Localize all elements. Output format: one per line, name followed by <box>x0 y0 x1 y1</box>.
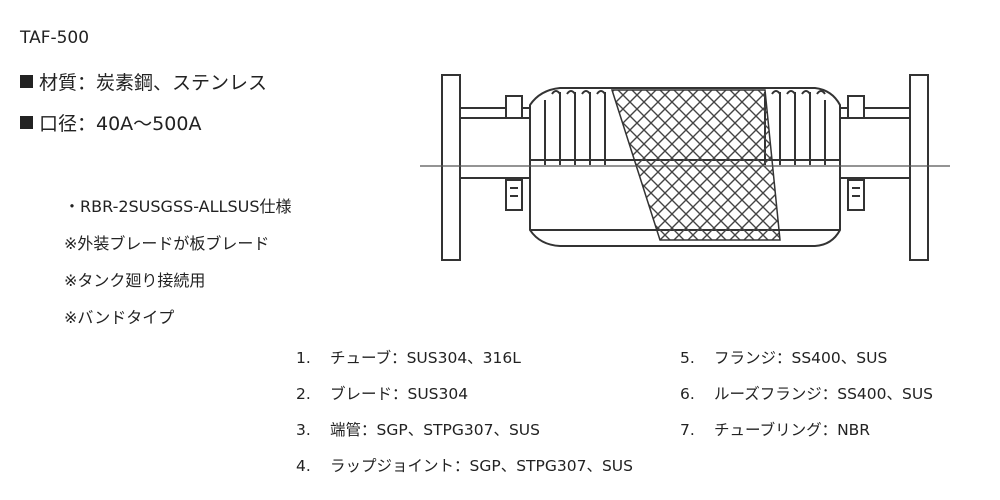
square-bullet-icon <box>20 75 33 88</box>
flexible-joint-drawing <box>420 74 950 261</box>
list-item: 4.ラップジョイント：SGP、STPG307、SUS <box>296 457 633 475</box>
list-item: 3.端管：SGP、STPG307、SUS <box>296 421 540 439</box>
list-item: 6.ルーズフランジ：SS400、SUS <box>680 385 934 403</box>
spec-size: 口径：40A～500A <box>20 109 201 136</box>
list-item: 5.フランジ：SS400、SUS <box>680 349 888 367</box>
parts-list-right: 5.フランジ：SS400、SUS 6.ルーズフランジ：SS400、SUS 7.チ… <box>680 340 933 448</box>
note-item: ※タンク廻り接続用 <box>64 271 206 290</box>
notes-list: ・RBR-2SUSGSS-ALLSUS仕様 ※外装ブレードが板ブレード ※タンク… <box>64 188 291 336</box>
list-item: 1.チューブ：SUS304、316L <box>296 349 521 367</box>
spec-size-text: 口径：40A～500A <box>39 113 202 135</box>
list-item: 7.チューブリング：NBR <box>680 421 871 439</box>
list-item: 2.ブレード：SUS304 <box>296 385 469 403</box>
spec-material-text: 材質：炭素鋼、ステンレス <box>39 72 268 94</box>
dot-bullet-icon: ・ <box>64 197 81 216</box>
note-item: ※外装ブレードが板ブレード <box>64 234 270 253</box>
note-item: ※バンドタイプ <box>64 308 175 327</box>
spec-material: 材質：炭素鋼、ステンレス <box>20 68 267 95</box>
square-bullet-icon <box>20 116 33 129</box>
note-item: ・RBR-2SUSGSS-ALLSUS仕様 <box>64 188 291 225</box>
parts-list-left: 1.チューブ：SUS304、316L 2.ブレード：SUS304 3.端管：SG… <box>296 340 633 484</box>
model-name: TAF-500 <box>20 28 90 48</box>
